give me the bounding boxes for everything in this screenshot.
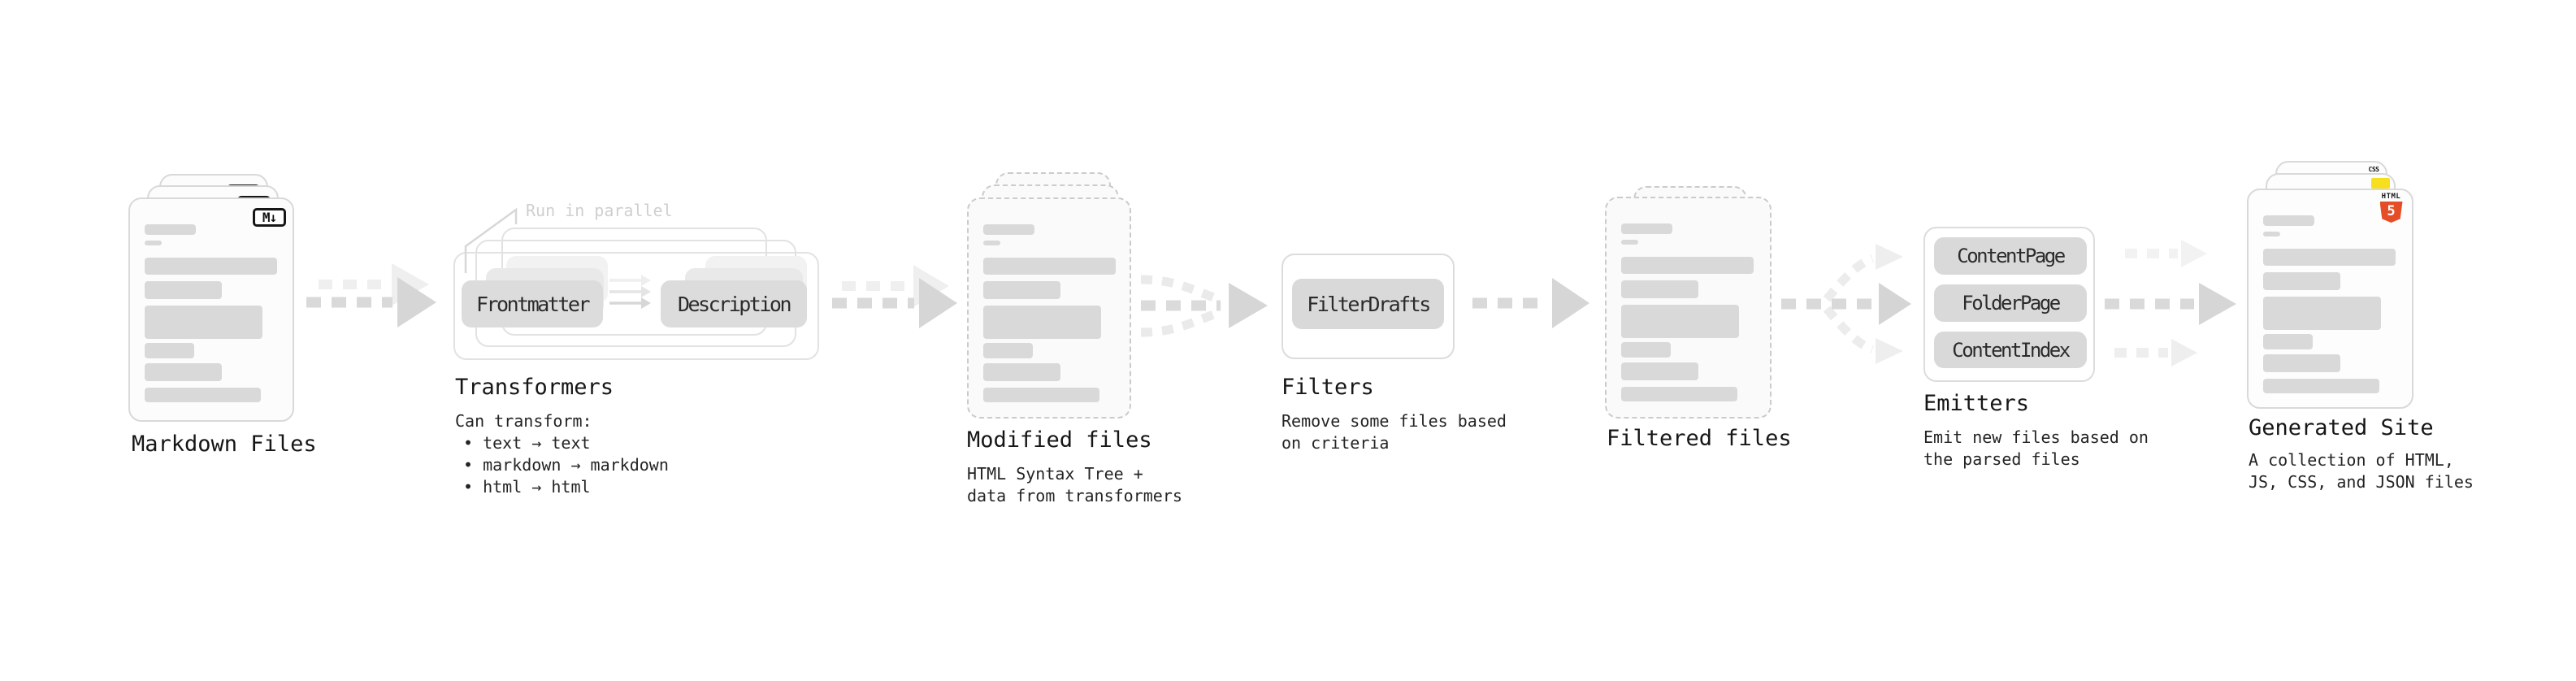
description-label: Description xyxy=(677,292,792,316)
placeholder-bar xyxy=(983,306,1101,339)
description-line: Remove some files based xyxy=(1281,411,1507,431)
description-line: • markdown → markdown xyxy=(463,455,669,475)
stage-title-emitters: Emitters xyxy=(1923,391,2030,416)
stage-title-filtered-files: Filtered files xyxy=(1607,426,1792,451)
placeholder-bar xyxy=(1621,305,1739,338)
frontmatter-node: Frontmatter xyxy=(462,280,603,327)
placeholder-bar xyxy=(1621,342,1671,358)
placeholder-bar xyxy=(1621,240,1638,245)
placeholder-bar xyxy=(1621,362,1698,380)
javascript-icon xyxy=(2371,178,2390,189)
arrow-markdown-to-transformers xyxy=(306,277,436,327)
arrow-filters-to-filtered xyxy=(1472,278,1589,328)
stage-title-generated-site: Generated Site xyxy=(2249,415,2434,440)
doc-content-placeholder xyxy=(1621,223,1754,401)
arrow-emitters-to-generated-middle xyxy=(2105,283,2236,325)
placeholder-bar xyxy=(2263,297,2381,330)
modified-files-description: HTML Syntax Tree + data from transformer… xyxy=(967,463,1182,507)
filterdrafts-node: FilterDrafts xyxy=(1292,279,1444,329)
placeholder-bar xyxy=(1621,223,1672,234)
placeholder-bar xyxy=(2263,354,2340,372)
filters-description: Remove some files based on criteria xyxy=(1281,410,1507,454)
placeholder-bar xyxy=(2263,272,2340,290)
filtered-file-card-front xyxy=(1605,197,1772,419)
arrow-modified-to-filters xyxy=(1140,275,1268,337)
description-line: A collection of HTML, xyxy=(2249,450,2454,470)
stage-title-modified-files: Modified files xyxy=(967,427,1152,453)
emitters-description: Emit new files based on the parsed files xyxy=(1923,427,2149,471)
generated-file-card-front: HTML 5 xyxy=(2247,189,2413,409)
description-line: • html → html xyxy=(463,477,591,497)
placeholder-bar xyxy=(983,363,1060,381)
placeholder-bar xyxy=(983,224,1034,235)
description-line: data from transformers xyxy=(967,486,1182,505)
placeholder-bar xyxy=(2263,232,2280,236)
arrow-emitters-to-generated-bottom xyxy=(2114,339,2197,367)
arrow-markdown-to-transformers-ghost xyxy=(319,263,429,306)
placeholder-bar xyxy=(983,241,1000,245)
stage-title-filters: Filters xyxy=(1281,375,1374,400)
contentpage-node: ContentPage xyxy=(1934,237,2087,275)
placeholder-bar xyxy=(983,281,1060,299)
html5-icon-label: HTML xyxy=(2381,193,2401,201)
placeholder-bar xyxy=(2263,249,2396,266)
description-line: Emit new files based on xyxy=(1923,427,2149,447)
transformer-container-front xyxy=(453,252,819,360)
description-line: • text → text xyxy=(463,433,591,453)
arrow-transformers-to-modified xyxy=(832,278,957,328)
placeholder-bar xyxy=(2263,215,2314,226)
run-in-parallel-annotation: Run in parallel xyxy=(526,201,673,220)
frontmatter-label: Frontmatter xyxy=(475,292,591,316)
description-line: Can transform: xyxy=(455,411,592,431)
contentindex-label: ContentIndex xyxy=(1952,338,2071,362)
folderpage-node: FolderPage xyxy=(1934,284,2087,322)
placeholder-bar xyxy=(1621,387,1737,401)
stage-title-transformers: Transformers xyxy=(455,375,614,400)
placeholder-bar xyxy=(2263,334,2313,349)
placeholder-bar xyxy=(1621,257,1754,274)
placeholder-bar xyxy=(145,306,262,339)
transformers-description: Can transform: • text → text • markdown … xyxy=(455,410,669,498)
filterdrafts-label: FilterDrafts xyxy=(1307,292,1431,316)
description-node: Description xyxy=(661,280,807,327)
placeholder-bar xyxy=(983,258,1116,275)
placeholder-bar xyxy=(2263,379,2379,393)
placeholder-bar xyxy=(145,363,222,381)
placeholder-bar xyxy=(983,343,1033,358)
modified-file-card-front xyxy=(967,197,1131,419)
arrow-emitters-to-generated-top xyxy=(2125,240,2207,267)
contentpage-label: ContentPage xyxy=(1957,245,2066,267)
generated-site-description: A collection of HTML, JS, CSS, and JSON … xyxy=(2249,449,2474,493)
markdown-file-card-front: M↓ xyxy=(128,197,294,422)
placeholder-bar xyxy=(145,258,277,275)
css-icon-label: CSS xyxy=(2368,166,2379,173)
placeholder-bar xyxy=(145,388,261,402)
description-line: on criteria xyxy=(1281,433,1390,453)
stage-title-markdown-files: Markdown Files xyxy=(132,432,317,457)
html5-icon-shield: 5 xyxy=(2379,202,2403,223)
placeholder-bar xyxy=(983,388,1099,402)
description-line: HTML Syntax Tree + xyxy=(967,464,1143,484)
placeholder-bar xyxy=(145,281,222,299)
placeholder-bar xyxy=(145,343,194,358)
contentindex-node: ContentIndex xyxy=(1934,332,2087,368)
arrow-transformers-to-modified-ghost xyxy=(842,265,949,307)
placeholder-bar xyxy=(1621,280,1698,298)
placeholder-bar xyxy=(145,224,196,235)
doc-content-placeholder xyxy=(145,224,277,402)
html5-icon: HTML 5 xyxy=(2379,193,2403,223)
arrow-filtered-to-emitters xyxy=(1781,244,1911,364)
placeholder-bar xyxy=(145,241,162,245)
doc-content-placeholder xyxy=(983,224,1116,402)
folderpage-label: FolderPage xyxy=(1962,292,2061,314)
markdown-icon: M↓ xyxy=(253,208,286,227)
description-line: the parsed files xyxy=(1923,449,2080,469)
description-line: JS, CSS, and JSON files xyxy=(2249,472,2474,492)
doc-content-placeholder xyxy=(2263,215,2396,393)
